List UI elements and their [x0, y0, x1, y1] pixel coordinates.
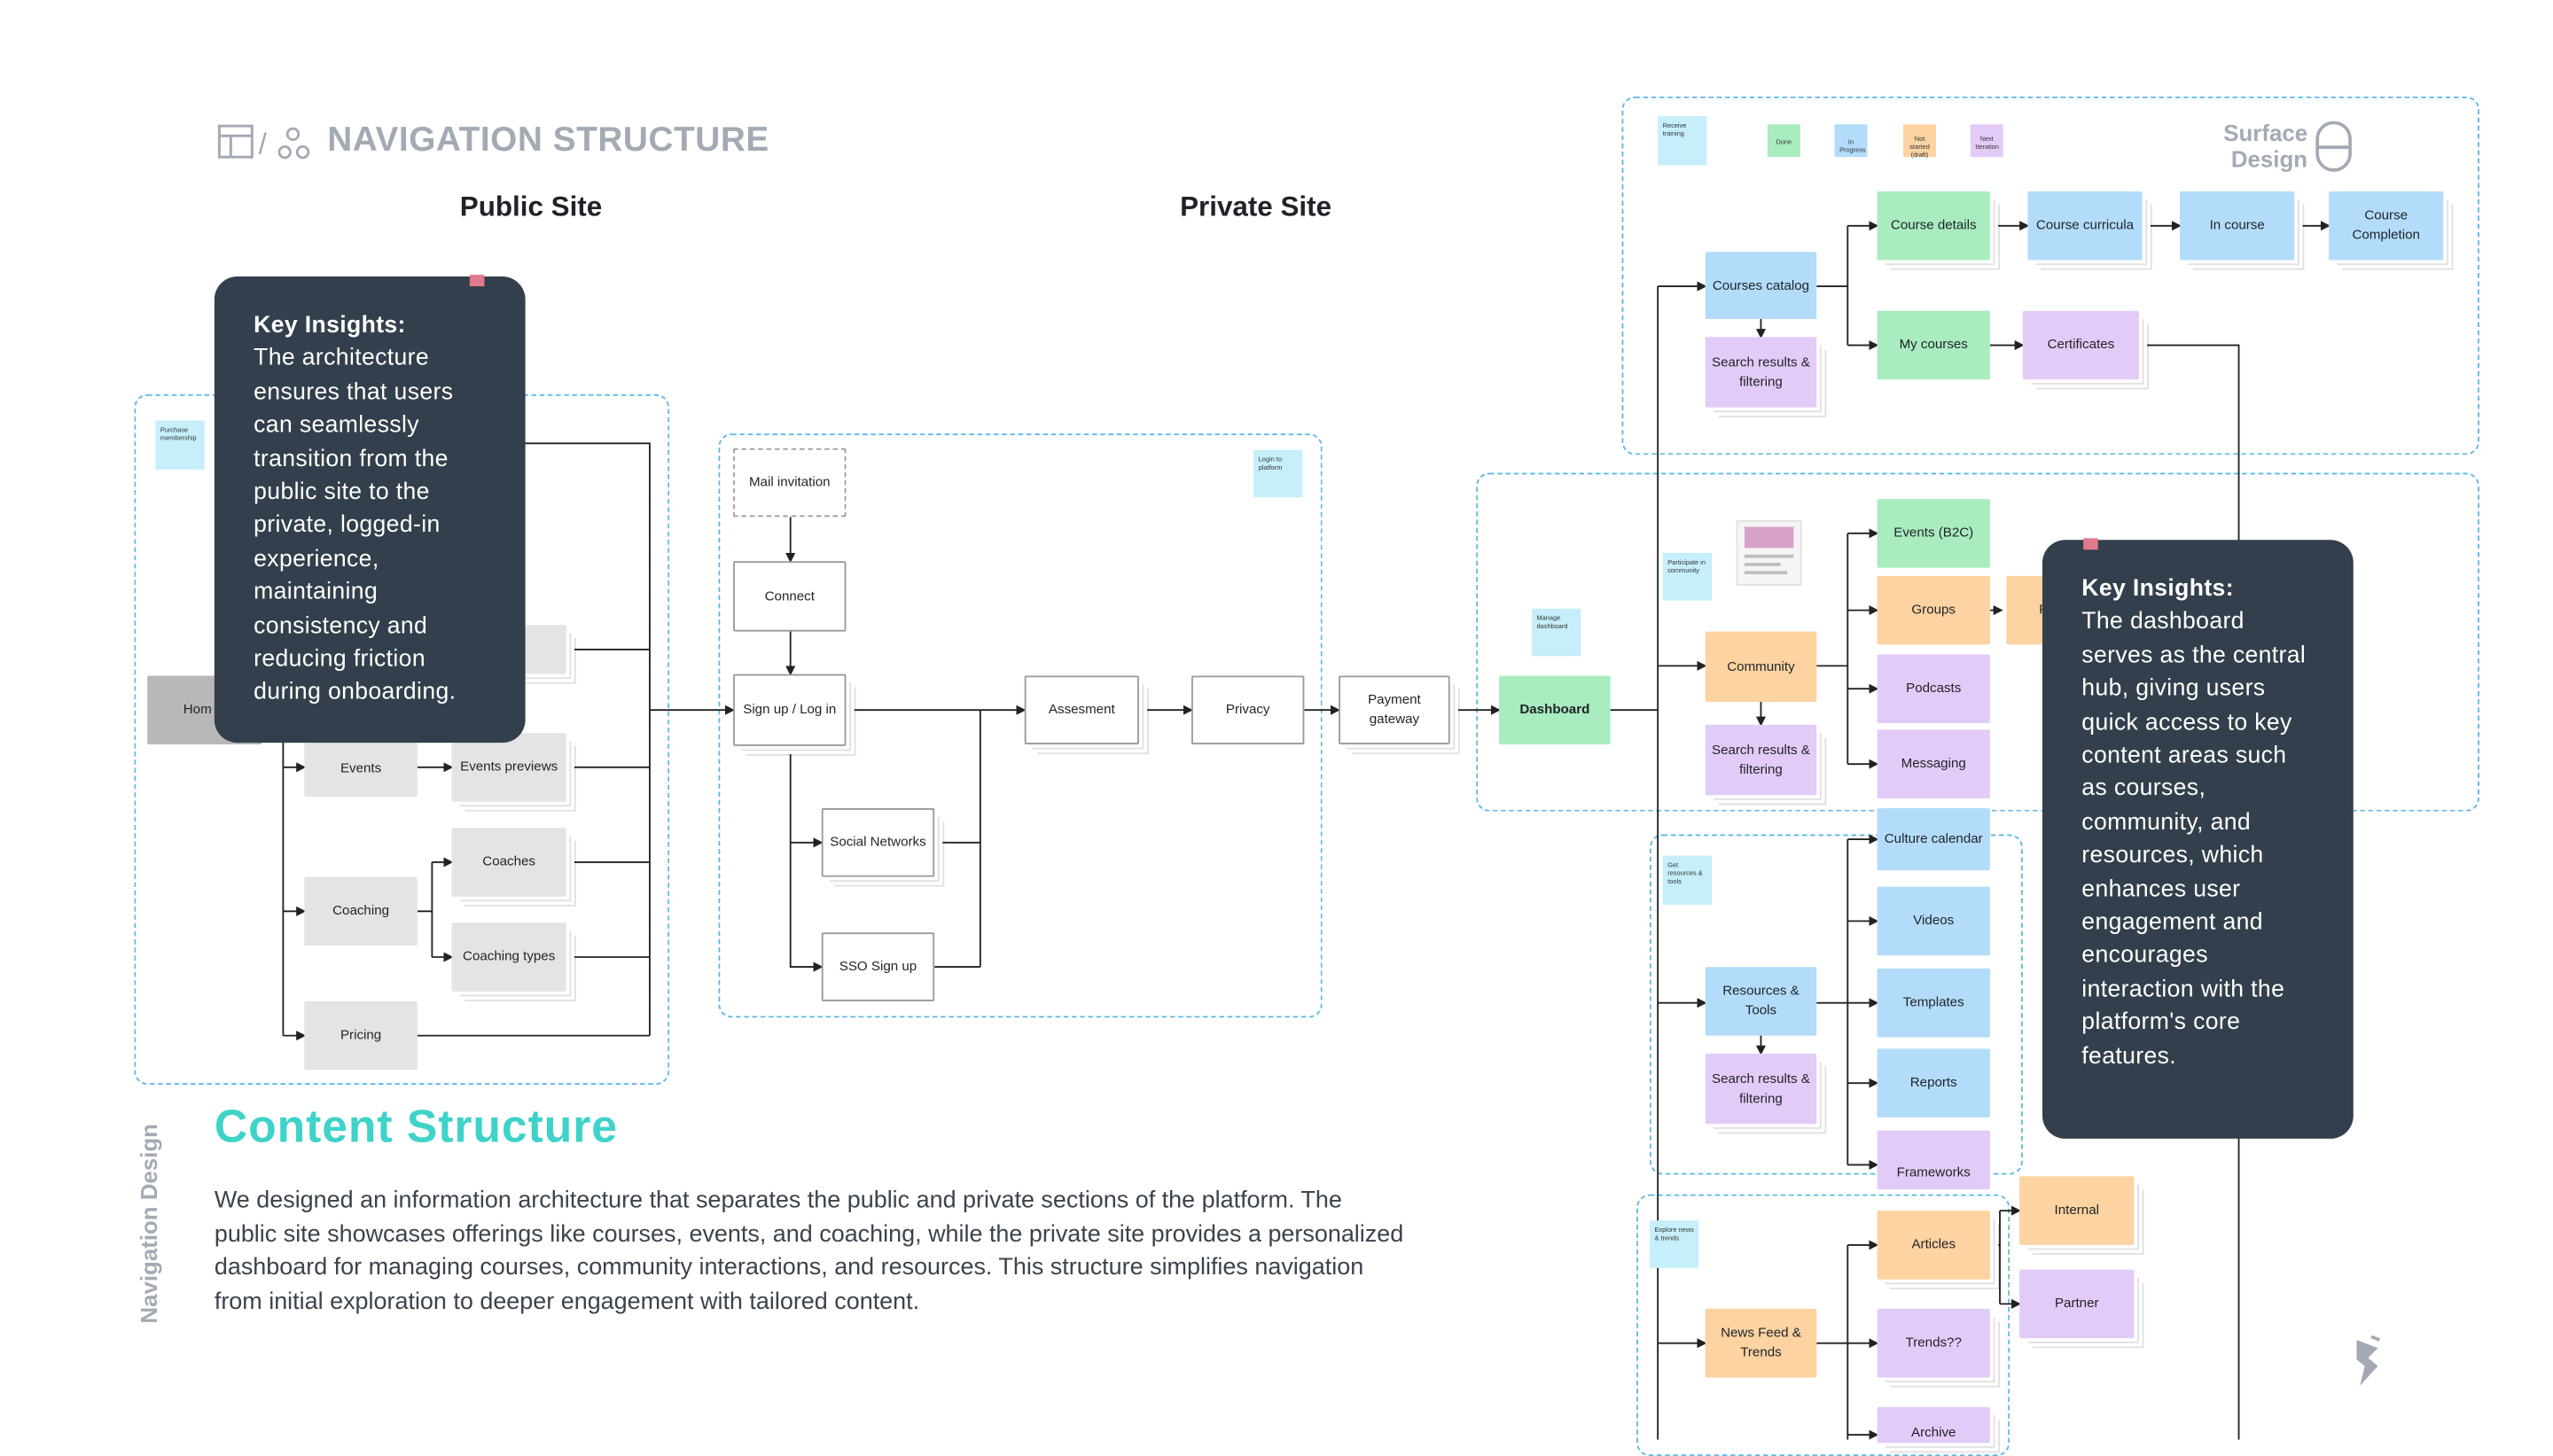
assessment-node: Assesment — [1024, 675, 1139, 744]
messaging-node: Messaging — [1877, 729, 1990, 798]
podcasts-node: Podcasts — [1877, 654, 1990, 723]
community-node: Community — [1705, 631, 1817, 702]
resources-group — [1649, 834, 2023, 1175]
surface-design-brand: Surface Design — [2168, 120, 2307, 172]
insight-left-tab — [469, 275, 485, 287]
layout-icon: / — [217, 124, 310, 160]
templates-node: Templates — [1877, 968, 1990, 1038]
internal-node: Internal — [2019, 1176, 2135, 1245]
private-site-heading: Private Site — [1180, 191, 1332, 223]
events-node: Events — [304, 739, 418, 798]
sticky-login: Login to platform — [1253, 449, 1303, 498]
frameworks-node: Frameworks — [1877, 1130, 1990, 1190]
trends-node: Trends?? — [1877, 1308, 1990, 1378]
reports-node: Reports — [1877, 1048, 1990, 1117]
public-site-heading: Public Site — [459, 191, 603, 223]
legend-in-progress: In Progress — [1834, 124, 1868, 158]
surface-line1: Surface — [2223, 119, 2308, 146]
page-title: NAVIGATION STRUCTURE — [327, 121, 769, 160]
my-courses-node: My courses — [1877, 310, 1990, 380]
course-curricula-node: Course curricula — [2027, 191, 2143, 261]
auth-group — [718, 433, 1323, 1018]
sticky-receive: Receive training — [1658, 116, 1707, 166]
insight-right-body: The dashboard serves as the central hub,… — [2081, 609, 2307, 1070]
legend-not-started: Not started (draft) — [1903, 124, 1936, 159]
vertical-label: Navigation Design — [136, 1124, 162, 1324]
key-insights-dashboard: Key Insights: The dashboard serves as th… — [2042, 540, 2354, 1139]
insight-right-title: Key Insights: — [2081, 575, 2234, 603]
courses-catalog-node: Courses catalog — [1705, 252, 1817, 319]
community-search-node: Search results & filtering — [1705, 724, 1817, 796]
surface-line2: Design — [2230, 145, 2308, 172]
sticky-explore-news: Explore news & trends — [1649, 1220, 1699, 1268]
culture-calendar-node: Culture calendar — [1877, 808, 1990, 871]
privacy-node: Privacy — [1191, 675, 1305, 744]
resources-search-node: Search results & filtering — [1705, 1053, 1817, 1125]
videos-node: Videos — [1877, 886, 1990, 956]
dashboard-node: Dashboard — [1499, 675, 1611, 744]
coaches-node: Coaches — [451, 828, 566, 897]
articles-node: Articles — [1877, 1211, 1990, 1280]
social-networks-node: Social Networks — [821, 808, 935, 877]
course-completion-node: Course Completion — [2329, 191, 2444, 261]
connect-node: Connect — [733, 561, 847, 632]
key-insights-public: Key Insights: The architecture ensures t… — [214, 276, 526, 744]
sticky-participate: Participate in community — [1662, 553, 1713, 601]
insight-left-title: Key Insights: — [254, 312, 406, 339]
brand-logo-icon — [2356, 1335, 2380, 1386]
legend-next: Next Iteration — [1970, 124, 2003, 158]
coaching-node: Coaching — [304, 876, 418, 946]
content-description: We designed an information architecture … — [214, 1187, 1404, 1315]
coaching-types-node: Coaching types — [451, 923, 566, 992]
events-previews-node: Events previews — [451, 733, 566, 802]
surface-logo-icon — [2315, 121, 2352, 172]
legend-done: Done — [1767, 124, 1800, 158]
groups-node: Groups — [1877, 575, 1990, 645]
sticky-manage: Manage dashboard — [1532, 608, 1581, 657]
news-feed-node: News Feed & Trends — [1705, 1308, 1817, 1378]
insight-right-tab — [2083, 538, 2098, 550]
resources-tools-node: Resources & Tools — [1705, 967, 1817, 1036]
events-b2c-node: Events (B2C) — [1877, 499, 1990, 568]
courses-group — [1621, 96, 2479, 455]
payment-gateway-node: Payment gateway — [1339, 675, 1450, 744]
sticky-purchase: Purchase membership — [155, 420, 205, 470]
courses-search-node: Search results & filtering — [1705, 337, 1817, 408]
certificates-node: Certificates — [2022, 310, 2139, 380]
community-thumbnail — [1736, 520, 1802, 586]
content-structure-title: Content Structure — [214, 1101, 618, 1152]
partner-node: Partner — [2019, 1269, 2135, 1339]
sticky-get-resources: Get resources & tools — [1662, 855, 1713, 905]
in-course-node: In course — [2180, 191, 2295, 261]
course-details-node: Course details — [1877, 191, 1990, 261]
signup-login-node: Sign up / Log in — [733, 673, 847, 746]
mail-invitation-node: Mail invitation — [733, 448, 847, 518]
insight-left-body: The architecture ensures that users can … — [254, 346, 457, 706]
archive-node: Archive — [1877, 1406, 1990, 1444]
svg-text:/: / — [259, 128, 268, 160]
sso-signup-node: SSO Sign up — [821, 932, 935, 1001]
pricing-node: Pricing — [304, 1001, 418, 1071]
